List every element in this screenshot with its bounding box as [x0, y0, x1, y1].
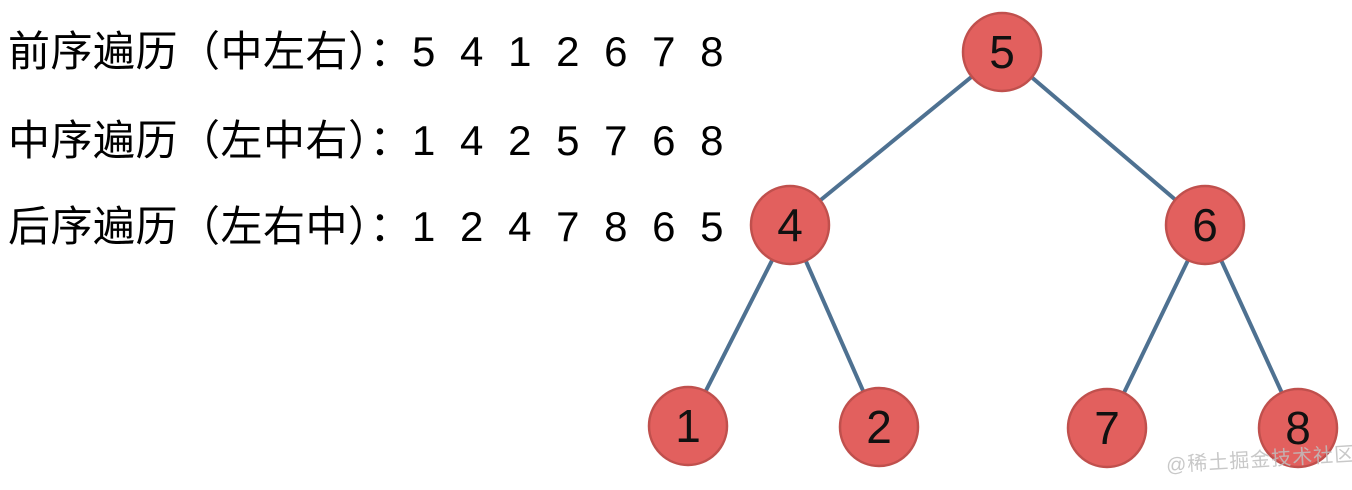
tree-node-value-8: 8	[1285, 402, 1311, 454]
tree-node-6	[1164, 184, 1246, 266]
postorder-label: 后序遍历（左右中）：	[8, 203, 413, 250]
tree-node-2	[838, 386, 920, 468]
inorder-sequence: 1 4 2 5 7 6 8	[412, 117, 725, 164]
preorder-label: 前序遍历（中左右）：	[8, 28, 413, 75]
tree-edge-5-6	[1000, 50, 1207, 227]
inorder-traversal-line: 中序遍历（左中右）：1 4 2 5 7 6 8	[8, 119, 725, 163]
tree-node-value-1: 1	[675, 400, 701, 452]
tree-node-8	[1257, 387, 1339, 469]
preorder-traversal-line: 前序遍历（中左右）：5 4 1 2 6 7 8	[8, 30, 725, 74]
tree-node-4	[749, 184, 831, 266]
tree-node-value-7: 7	[1094, 402, 1120, 454]
postorder-sequence: 1 2 4 7 8 6 5	[412, 203, 725, 250]
tree-node-7	[1066, 387, 1148, 469]
tree-node-value-4: 4	[777, 199, 803, 251]
tree-node-value-5: 5	[989, 26, 1015, 78]
tree-node-5	[961, 11, 1043, 93]
tree-node-1	[647, 385, 729, 467]
postorder-traversal-line: 后序遍历（左右中）：1 2 4 7 8 6 5	[8, 205, 725, 249]
tree-node-value-2: 2	[866, 401, 892, 453]
tree-edge-5-4	[788, 50, 1004, 227]
preorder-sequence: 5 4 1 2 6 7 8	[412, 28, 725, 75]
tree-node-value-6: 6	[1192, 199, 1218, 251]
inorder-label: 中序遍历（左中右）：	[8, 117, 413, 164]
